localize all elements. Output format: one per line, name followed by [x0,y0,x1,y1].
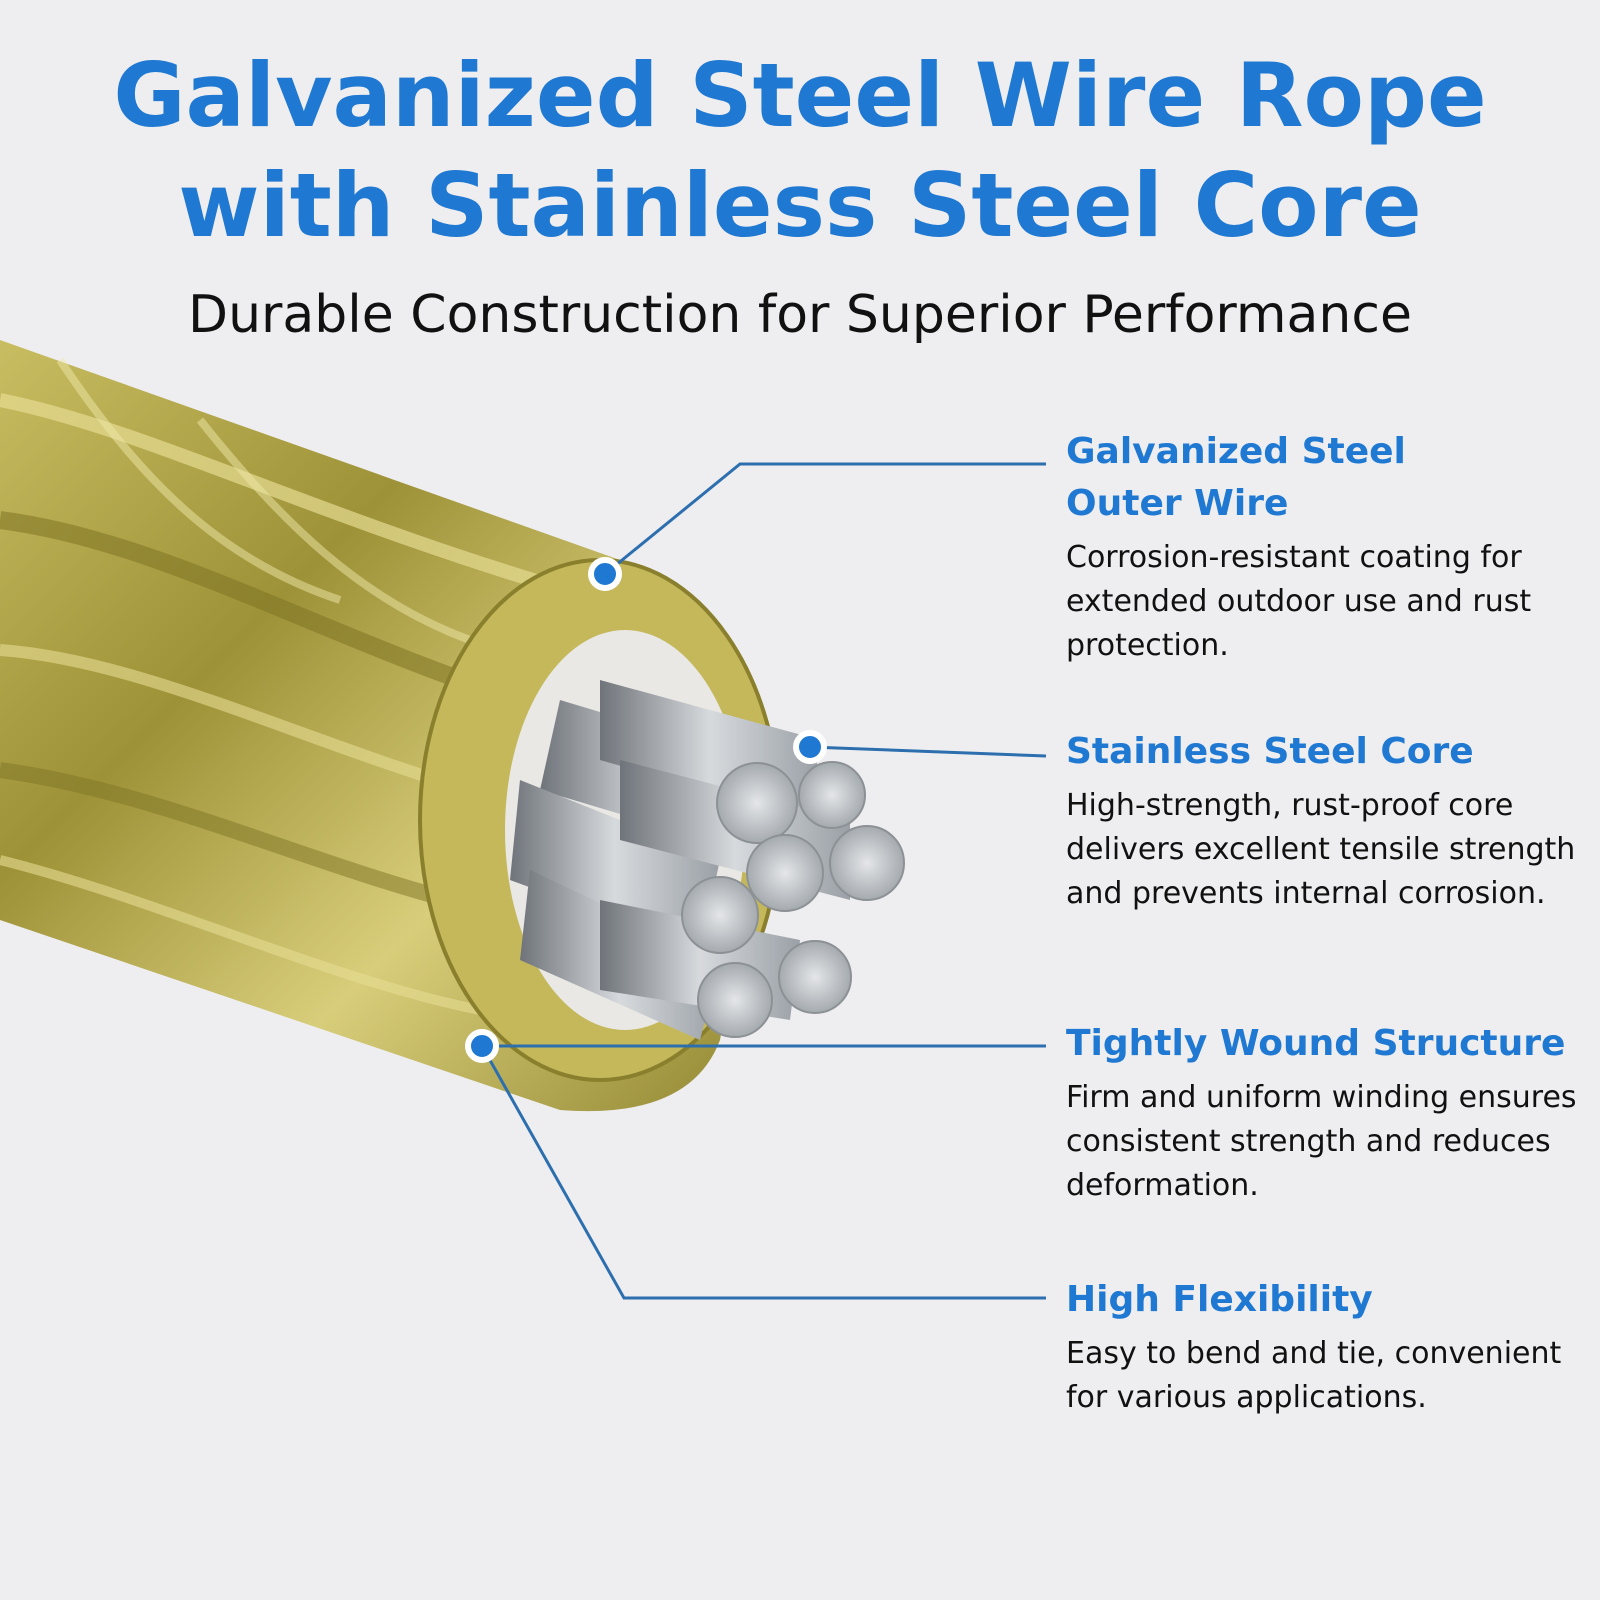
callout-line-flexibility [480,1045,1046,1300]
callout-line-core [809,745,1047,758]
feature-stainless-core: Stainless Steel Core High-strength, rust… [1066,726,1586,916]
feature-outer-wire: Galvanized Steel Outer Wire Corrosion-re… [1066,426,1586,668]
feature-description: Firm and uniform winding ensures consist… [1066,1080,1577,1203]
feature-title: Stainless Steel Core [1066,731,1474,772]
feature-description: High-strength, rust-proof core delivers … [1066,788,1576,911]
page-title-line-1: Galvanized Steel Wire Rope [113,44,1487,147]
page-title-line-2: with Stainless Steel Core [178,154,1422,257]
page-subtitle: Durable Construction for Superior Perfor… [188,285,1412,345]
callout-lines [480,462,1047,1300]
callout-dot-structure [465,1029,499,1063]
feature-title: Tightly Wound Structure [1066,1023,1566,1064]
feature-description: Corrosion-resistant coating for extended… [1066,540,1532,663]
feature-tightly-wound: Tightly Wound Structure Firm and uniform… [1066,1018,1586,1208]
callout-line-outer-wire [604,462,1046,576]
feature-description: Easy to bend and tie, convenient for var… [1066,1336,1562,1415]
callout-dot-core [793,730,827,764]
feature-title: Galvanized Steel Outer Wire [1066,426,1586,530]
feature-title-line-1: Galvanized Steel [1066,431,1406,472]
callout-dot-outer-wire [588,557,622,591]
callout-dots [465,557,827,1063]
feature-high-flexibility: High Flexibility Easy to bend and tie, c… [1066,1274,1586,1420]
feature-title: High Flexibility [1066,1279,1373,1320]
core-strand-endcaps [681,761,905,1038]
feature-title-line-2: Outer Wire [1066,483,1289,524]
